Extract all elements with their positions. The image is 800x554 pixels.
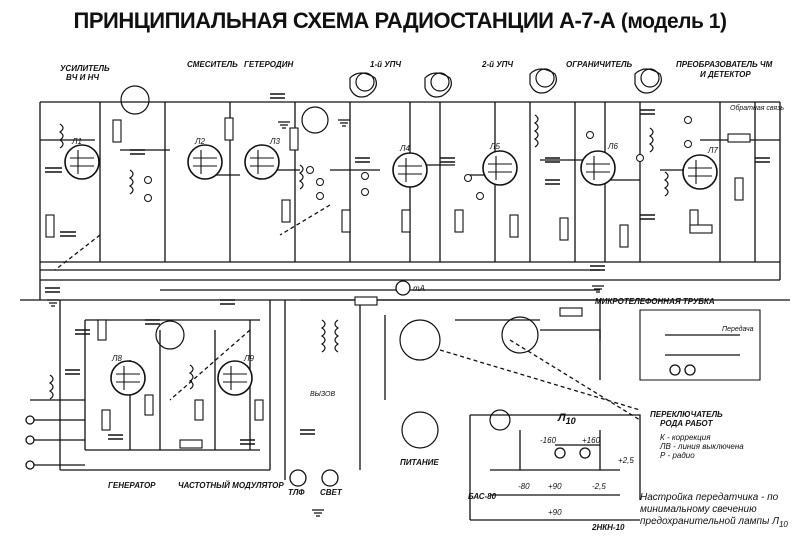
tube-l2-icon — [187, 144, 223, 180]
label-amplifier-sub: ВЧ И НЧ — [66, 73, 100, 82]
volt-plus-25: +2,5 — [618, 456, 634, 465]
switch-legend-r: Р - радио — [660, 451, 695, 460]
tube-l8-label: Л8 — [112, 354, 122, 363]
label-transmit: Передача — [722, 326, 754, 333]
tube-l9-label: Л9 — [244, 354, 254, 363]
tube-l7-icon — [682, 154, 718, 190]
tube-l6-icon — [580, 150, 616, 186]
tube-base-pinout-icons — [120, 68, 662, 449]
tube-l3-icon — [244, 144, 280, 180]
volt-plus-90-b: +90 — [548, 508, 562, 517]
lamp-l10-label: Л10 — [558, 412, 576, 427]
title-main: ПРИНЦИПИАЛЬНАЯ СХЕМА РАДИОСТАНЦИИ А-7-А — [73, 8, 616, 33]
label-if1: 1-й УПЧ — [370, 60, 402, 69]
tube-l9-icon — [217, 360, 253, 396]
switch-legend-lv: ЛВ - линия выключена — [660, 442, 744, 451]
label-frequency-modulator: ЧАСТОТНЫЙ МОДУЛЯТОР — [178, 481, 284, 490]
battery-bas80-label: БАС-80 — [468, 492, 497, 501]
title-model: (модель 1) — [620, 10, 727, 33]
diagram-title: ПРИНЦИПИАЛЬНАЯ СХЕМА РАДИОСТАНЦИИ А-7-А … — [0, 8, 800, 34]
milliammeter-icon — [395, 280, 411, 296]
tuning-note-subscript: 10 — [778, 520, 788, 529]
socket-svet-label: СВЕТ — [320, 488, 342, 497]
label-generator: ГЕНЕРАТОР — [108, 481, 156, 490]
label-call: ВЫЗОВ — [310, 391, 336, 398]
tube-l8-icon — [110, 360, 146, 396]
label-heterodyne: ГЕТЕРОДИН — [244, 60, 294, 69]
tube-l5-label: Л5 — [490, 142, 500, 151]
label-mixer: СМЕСИТЕЛЬ — [187, 60, 238, 69]
label-fm-converter: ПРЕОБРАЗОВАТЕЛЬ ЧМ — [676, 60, 773, 69]
mode-switch-legend: ПЕРЕКЛЮЧАТЕЛЬ РОДА РАБОТ К - коррекция Л… — [650, 410, 744, 460]
volt-minus-160: -160 — [540, 436, 557, 445]
switch-legend-k: К - коррекция — [660, 433, 711, 442]
lamp-letter: Л — [558, 412, 566, 424]
tube-l4-label: Л4 — [400, 144, 410, 153]
battery-nkn10-label: 2НКН-10 — [592, 523, 625, 532]
label-power: ПИТАНИЕ — [400, 458, 439, 467]
socket-tlf-label: ТЛФ — [288, 488, 305, 497]
volt-plus-90-a: +90 — [548, 482, 562, 491]
volt-minus-25: -2,5 — [592, 482, 606, 491]
tube-l2-label: Л2 — [195, 137, 205, 146]
volt-minus-80: -80 — [518, 482, 530, 491]
tube-l7-label: Л7 — [708, 146, 718, 155]
tube-l6-label: Л6 — [608, 142, 618, 151]
label-handset: МИКРОТЕЛЕФОННАЯ ТРУБКА — [595, 297, 715, 306]
switch-title-2: РОДА РАБОТ — [660, 419, 713, 428]
switch-title-1: ПЕРЕКЛЮЧАТЕЛЬ — [650, 410, 723, 419]
tube-l1-icon — [64, 144, 100, 180]
label-feedback: Обратная связь — [730, 105, 785, 112]
tube-l3-label: Л3 — [270, 137, 280, 146]
label-amplifier: УСИЛИТЕЛЬ — [60, 64, 110, 73]
lamp-subscript: 10 — [565, 416, 576, 427]
tube-l5-icon — [482, 150, 518, 186]
tuning-note-text: Настройка передатчика - по минимальному … — [640, 492, 779, 527]
volt-plus-160: +160 — [582, 436, 601, 445]
label-if2: 2-й УПЧ — [482, 60, 514, 69]
milliammeter-label: mA — [413, 284, 425, 293]
tube-l4-icon — [392, 152, 428, 188]
label-detector: И ДЕТЕКТОР — [700, 70, 751, 79]
tuning-note: Настройка передатчика - по минимальному … — [640, 492, 798, 531]
tube-l1-label: Л1 — [72, 137, 82, 146]
label-limiter: ОГРАНИЧИТЕЛЬ — [566, 60, 633, 69]
